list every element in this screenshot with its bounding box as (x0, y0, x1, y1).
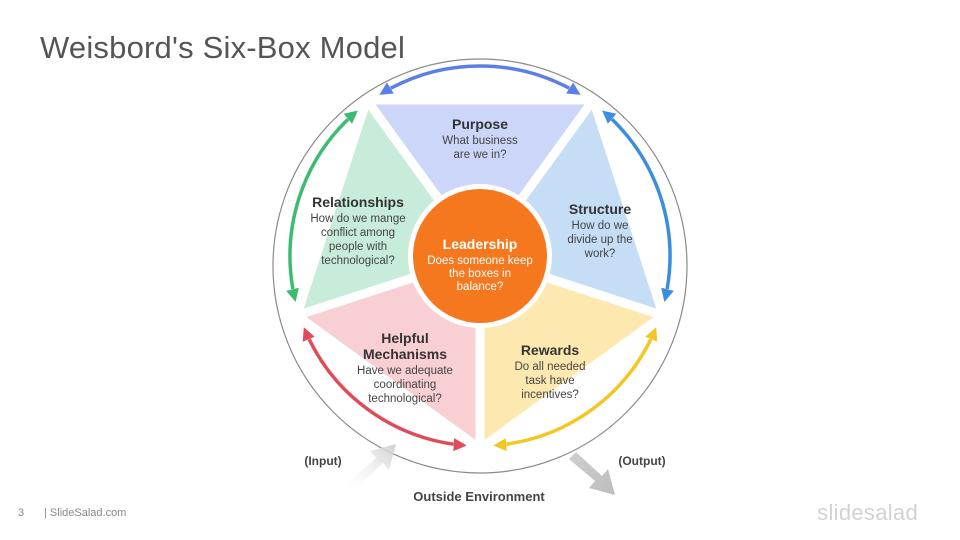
purpose-arrowhead-start (379, 82, 394, 95)
purpose-title: Purpose (452, 116, 508, 132)
structure-description: work? (584, 248, 616, 260)
leadership-description-line: Does someone keep (427, 255, 532, 267)
relationships-arrowhead-end (343, 110, 358, 124)
sectors-group (303, 104, 657, 440)
relationships-title: Relationships (312, 194, 404, 210)
relationships-sector (303, 109, 435, 309)
purpose-description: are we in? (453, 149, 506, 161)
output-arrow (569, 452, 615, 495)
rewards-description: incentives? (521, 389, 579, 401)
structure-sector (525, 109, 657, 309)
relationships-description: technological? (321, 255, 395, 267)
relationships-description: conflict among (321, 227, 395, 239)
leadership-circle (413, 189, 547, 323)
arrow-arcs-group (286, 64, 674, 452)
rewards-title: Rewards (521, 342, 580, 358)
slide-title: Weisbord's Six-Box Model (40, 30, 406, 65)
purpose-arrowhead-end (566, 82, 581, 95)
leadership-description-line: the boxes in (449, 268, 511, 280)
rewards-arrow-arc (506, 338, 653, 446)
leadership-description-line: balance? (457, 281, 504, 293)
rewards-arrowhead-end (493, 438, 507, 452)
helpful-mechanisms-sector (306, 282, 476, 440)
input-arrow (342, 444, 396, 495)
helpful-mechanisms-title: Helpful (381, 330, 428, 346)
structure-arrow-arc (610, 118, 672, 290)
rewards-description: task have (525, 375, 574, 387)
input-label: (Input) (304, 454, 341, 468)
rewards-sector (484, 282, 654, 440)
relationships-description: How do we mange (310, 213, 405, 225)
structure-arrowhead-start (602, 110, 617, 124)
purpose-arrow-arc (389, 64, 571, 90)
purpose-sector (375, 104, 585, 196)
helpful-mechanisms-arrowhead-end (302, 327, 315, 342)
structure-arrowhead-end (661, 287, 674, 302)
output-label: (Output) (618, 454, 665, 468)
page-number: 3 (18, 507, 25, 519)
rewards-description: Do all needed (515, 361, 586, 373)
helpful-mechanisms-description: Have we adequate (357, 365, 453, 377)
structure-title: Structure (569, 201, 631, 217)
helpful-mechanisms-arrow-arc (307, 338, 454, 446)
relationships-arrow-arc (288, 118, 350, 290)
leadership-title: Leadership (443, 236, 518, 252)
relationships-description: people with (329, 241, 387, 253)
helpful-mechanisms-title: Mechanisms (363, 346, 447, 362)
structure-description: divide up the (567, 234, 632, 246)
helpful-mechanisms-description: coordinating (374, 379, 437, 391)
purpose-description: What business (442, 135, 518, 147)
brand-logo: slidesalad (817, 500, 918, 525)
structure-description: How do we (572, 220, 629, 232)
relationships-arrowhead-start (286, 287, 299, 302)
rewards-arrowhead-start (645, 327, 658, 342)
footer-site: | SlideSalad.com (44, 507, 127, 519)
helpful-mechanisms-arrowhead-start (453, 438, 467, 452)
helpful-mechanisms-description: technological? (368, 393, 442, 405)
outside-environment-label: Outside Environment (413, 489, 545, 504)
